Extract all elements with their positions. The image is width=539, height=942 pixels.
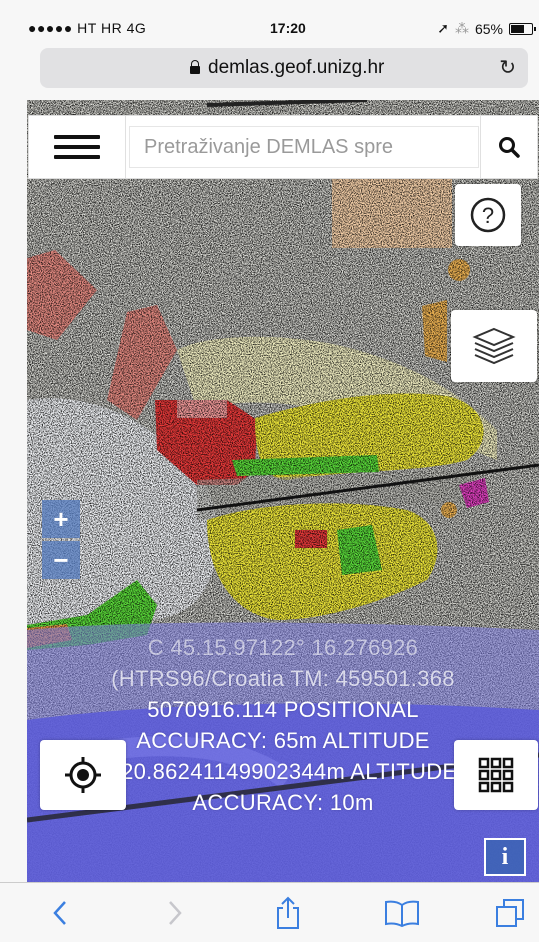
layers-icon	[472, 327, 516, 365]
tabs-icon	[496, 899, 524, 927]
zoom-out-button[interactable]: −	[42, 541, 80, 579]
help-icon: ?	[470, 197, 506, 233]
location-arrow-icon: ➚	[437, 20, 449, 36]
position-info: C 45.15.97122° 16.276926 (HTRS96/Croatia…	[28, 632, 538, 818]
status-right: ➚ ⁂ 65%	[437, 20, 536, 37]
address-bar[interactable]: demlas.geof.unizg.hr ↻	[40, 48, 528, 88]
position-line: 5070916.114 POSITIONAL	[147, 697, 419, 722]
map-view[interactable]	[27, 100, 539, 882]
battery-icon	[509, 22, 536, 35]
status-bar: ●●●●● HT HR 4G 17:20 ➚ ⁂ 65%	[28, 14, 536, 44]
url-display: demlas.geof.unizg.hr	[190, 57, 384, 79]
carrier-label: ●●●●● HT HR 4G	[28, 20, 147, 36]
layers-button[interactable]	[451, 310, 537, 382]
lock-icon	[190, 60, 200, 74]
back-button[interactable]	[40, 893, 80, 933]
clock: 17:20	[270, 20, 306, 36]
zoom-in-button[interactable]: +	[42, 500, 80, 538]
position-line: ACCURACY: 65m ALTITUDE	[136, 728, 430, 753]
share-button[interactable]	[268, 893, 308, 933]
menu-icon-bar	[54, 145, 100, 149]
forward-button[interactable]	[155, 893, 195, 933]
search-input[interactable]	[129, 126, 479, 168]
menu-icon-bar	[54, 155, 100, 159]
help-button[interactable]: ?	[455, 184, 521, 246]
grid-icon	[478, 757, 514, 793]
browser-toolbar	[0, 882, 539, 942]
back-icon	[53, 901, 66, 925]
menu-icon	[54, 135, 100, 139]
locate-button[interactable]	[40, 740, 126, 810]
locate-icon	[65, 757, 101, 793]
bookmarks-button[interactable]	[380, 893, 424, 933]
search-button[interactable]	[480, 116, 537, 178]
help-label: ?	[482, 203, 494, 228]
bluetooth-icon: ⁂	[454, 20, 469, 36]
grid-button[interactable]	[454, 740, 538, 810]
battery-percent: 65%	[474, 20, 503, 37]
position-line: (HTRS96/Croatia TM: 459501.368	[111, 666, 455, 691]
info-button[interactable]: i	[484, 838, 526, 876]
zoom-controls: + −	[42, 500, 80, 580]
map-canvas	[27, 100, 539, 882]
position-line: ACCURACY: 10m	[192, 790, 374, 815]
search-bar	[28, 115, 538, 179]
menu-button[interactable]	[29, 116, 126, 178]
search-icon	[499, 137, 520, 158]
forward-icon	[169, 901, 182, 925]
reload-icon[interactable]: ↻	[499, 57, 516, 79]
tabs-button[interactable]	[490, 893, 530, 933]
position-line: C 45.15.97122° 16.276926	[147, 635, 419, 660]
share-icon	[277, 896, 299, 929]
bookmarks-icon	[385, 900, 419, 927]
position-line: 120.86241149902344m ALTITUDE	[108, 759, 458, 784]
url-text: demlas.geof.unizg.hr	[208, 57, 385, 78]
